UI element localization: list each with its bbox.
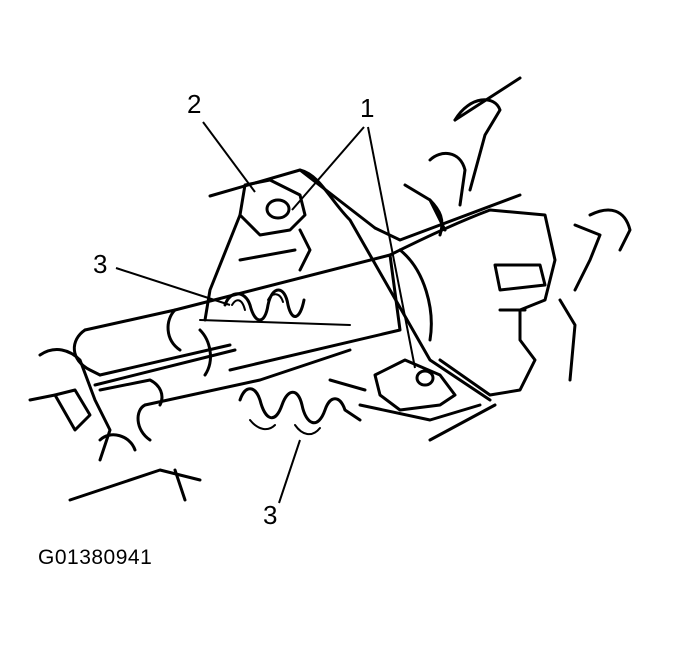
callout-3-upper: 3	[93, 249, 107, 279]
muffler-body	[388, 208, 557, 397]
lower-spring-hanger	[238, 387, 362, 436]
leader-2	[202, 121, 256, 193]
leader-3-lower	[278, 439, 301, 504]
leader-3-upper	[115, 267, 231, 306]
leader-1-upper	[291, 126, 365, 211]
lower-hanger-bracket	[328, 358, 482, 422]
exhaust-pipes	[72, 253, 402, 442]
callout-3-lower: 3	[263, 500, 277, 530]
upper-hanger-bracket	[203, 178, 312, 322]
leader-lines	[115, 121, 416, 504]
left-clamp	[28, 348, 137, 462]
callout-2: 2	[187, 89, 201, 119]
frame-outline	[68, 76, 522, 502]
upper-right-bracket	[403, 98, 632, 382]
callout-1: 1	[360, 93, 374, 123]
figure-id-caption: G01380941	[38, 546, 153, 569]
upper-spring-hanger	[223, 288, 306, 322]
leader-1-lower	[367, 126, 416, 369]
